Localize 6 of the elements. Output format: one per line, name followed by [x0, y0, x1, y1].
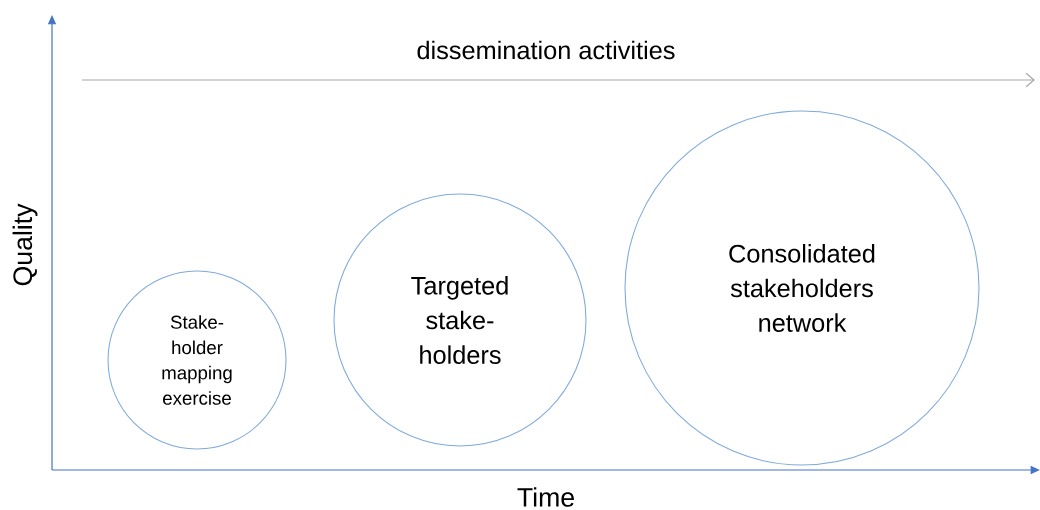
process-label: dissemination activities	[417, 40, 675, 60]
circle-node: Stake-holder mapping exercise	[107, 270, 287, 450]
circle-node: Consolidated stakeholders network	[624, 110, 980, 466]
axis-label: Quality	[12, 203, 38, 286]
axis-label: Time	[517, 487, 574, 507]
circle-node: Targeted stake-holders	[333, 193, 587, 447]
